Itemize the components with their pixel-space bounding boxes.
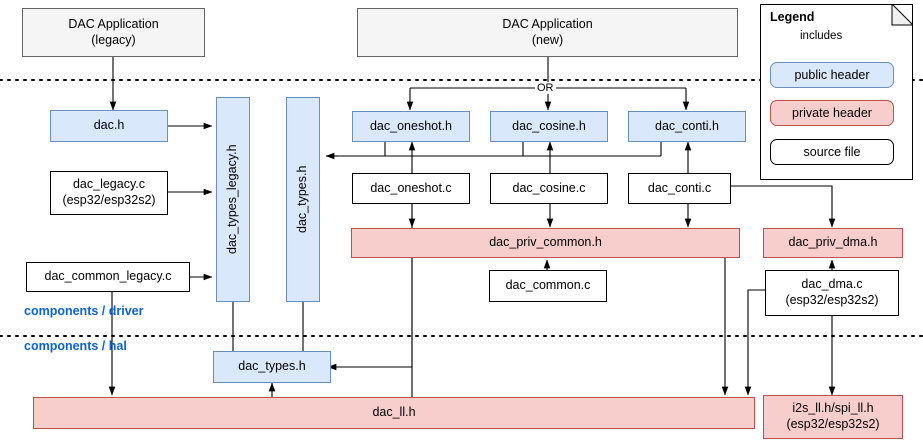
node-dac-oneshot-c[interactable]: dac_oneshot.c (352, 173, 470, 204)
node-dac-oneshot-h[interactable]: dac_oneshot.h (352, 111, 470, 142)
node-label: dac_conti.h (655, 118, 719, 133)
node-dac-priv-dma-h[interactable]: dac_priv_dma.h (763, 228, 903, 258)
legend-source-file-swatch: source file (770, 139, 894, 165)
node-label: dac_oneshot.h (369, 118, 452, 133)
node-label-line1: dac_legacy.c (72, 177, 146, 192)
node-label-line2: (esp32/esp32s2) (785, 293, 879, 307)
node-dac-cosine-c[interactable]: dac_cosine.c (490, 173, 608, 204)
zone-label-driver: components / driver (24, 304, 144, 318)
node-dac-dma-c[interactable]: dac_dma.c (esp32/esp32s2) (765, 270, 899, 316)
node-label: dac_cosine.c (512, 180, 586, 195)
legend-private-header-swatch: private header (770, 100, 894, 126)
node-label-line2: (esp32/esp32s2) (786, 417, 880, 431)
node-dac-types-legacy-h[interactable]: dac_types_legacy.h (216, 97, 250, 302)
node-dac-ll-h[interactable]: dac_ll.h (33, 397, 755, 429)
node-label: dac_priv_dma.h (788, 235, 878, 250)
node-label: dac.h (93, 118, 125, 133)
node-label: dac_oneshot.c (370, 180, 452, 195)
node-i2s-ll-spi-ll-h[interactable]: i2s_ll.h/spi_ll.h (esp32/esp32s2) (763, 395, 903, 439)
node-label: dac_ll.h (372, 405, 416, 420)
node-dac-types-h-hal[interactable]: dac_types.h (213, 351, 331, 383)
legend-item-label: public header (794, 68, 870, 82)
node-dac-common-legacy-c[interactable]: dac_common_legacy.c (26, 262, 190, 292)
legend-includes-label: includes (800, 30, 843, 42)
node-dac-application-legacy[interactable]: DAC Application (legacy) (22, 8, 205, 57)
node-dac-h[interactable]: dac.h (50, 110, 168, 142)
legend-fold-corner (891, 4, 913, 26)
node-label: dac_common_legacy.c (44, 269, 172, 284)
node-dac-priv-common-h[interactable]: dac_priv_common.h (351, 228, 740, 258)
node-dac-common-c[interactable]: dac_common.c (489, 270, 607, 302)
node-label: dac_types.h (295, 165, 310, 234)
node-dac-types-h-driver[interactable]: dac_types.h (286, 97, 320, 302)
node-label: dac_types.h (238, 359, 306, 374)
node-label-line1: DAC Application (68, 16, 159, 31)
node-label: dac_conti.c (647, 180, 712, 195)
node-label-line1: DAC Application (502, 16, 593, 31)
node-dac-cosine-h[interactable]: dac_cosine.h (490, 111, 608, 142)
node-label-line1: i2s_ll.h/spi_ll.h (792, 401, 874, 416)
legend-title: Legend (770, 10, 815, 24)
node-label-line2: (legacy) (91, 32, 136, 47)
legend-item-label: private header (792, 106, 872, 120)
node-dac-legacy-c[interactable]: dac_legacy.c (esp32/esp32s2) (50, 171, 168, 215)
node-label-line2: (new) (531, 32, 564, 47)
node-label-line1: dac_dma.c (801, 277, 863, 292)
zone-label-hal: components / hal (24, 339, 127, 353)
node-dac-application-new[interactable]: DAC Application (new) (357, 8, 738, 57)
node-label: dac_cosine.h (512, 118, 586, 133)
node-label: dac_common.c (505, 278, 591, 293)
node-dac-conti-h[interactable]: dac_conti.h (628, 111, 746, 142)
legend-item-label: source file (803, 145, 861, 159)
node-label: dac_types_legacy.h (225, 144, 240, 255)
legend-public-header-swatch: public header (770, 62, 894, 88)
or-label: OR (535, 82, 556, 94)
node-dac-conti-c[interactable]: dac_conti.c (628, 173, 731, 204)
node-label: dac_priv_common.h (489, 235, 602, 250)
node-label-line2: (esp32/esp32s2) (62, 193, 156, 207)
